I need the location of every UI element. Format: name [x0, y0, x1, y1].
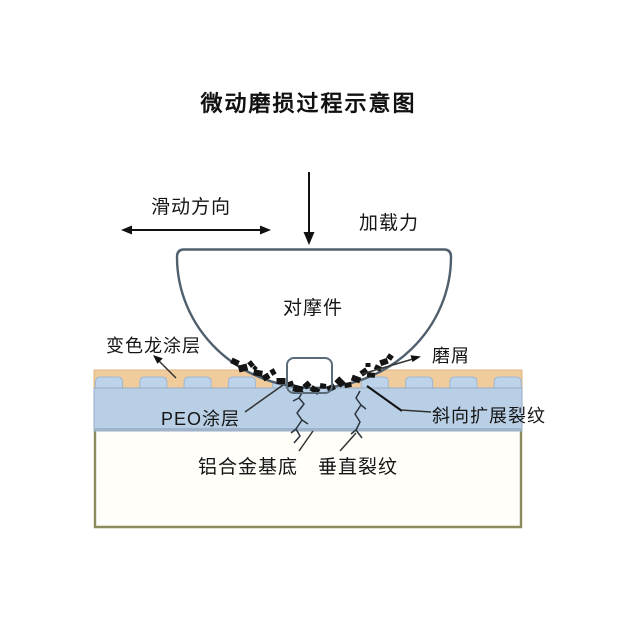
oblique-crack-line: [366, 385, 403, 412]
vertical-crack-leader-line: [339, 432, 357, 452]
label-counter-body: 对摩件: [283, 298, 344, 319]
counter-body-shape: [175, 248, 453, 390]
label-chameleon-coating: 变色龙涂层: [106, 336, 201, 356]
load-arrow: [303, 172, 315, 245]
debris-particles: [230, 353, 394, 395]
substrate-leader-line: [298, 430, 314, 452]
debris-leader-arrow: [361, 355, 421, 375]
label-aluminum-substrate: 铝合金基底: [198, 457, 299, 478]
vertical-crack-2: [350, 390, 367, 439]
page-title: 微动磨损过程示意图: [200, 91, 417, 116]
oblique-crack-leader-line: [400, 409, 432, 413]
vertical-crack-1: [290, 390, 309, 444]
label-vertical-crack: 垂直裂纹: [318, 457, 399, 478]
chameleon-leader-arrow: [153, 355, 177, 379]
label-peo-coating: PEO涂层: [161, 409, 241, 429]
peo-leader-line: [244, 384, 284, 413]
substrate-shape: [93, 431, 523, 529]
label-oblique-crack: 斜向扩展裂纹: [432, 406, 546, 426]
slide-arrow: [121, 225, 271, 235]
label-wear-debris: 磨屑: [432, 346, 470, 366]
label-sliding-direction: 滑动方向: [151, 197, 232, 218]
label-load-force: 加载力: [359, 213, 420, 234]
contact-zone-outline: [286, 357, 333, 394]
